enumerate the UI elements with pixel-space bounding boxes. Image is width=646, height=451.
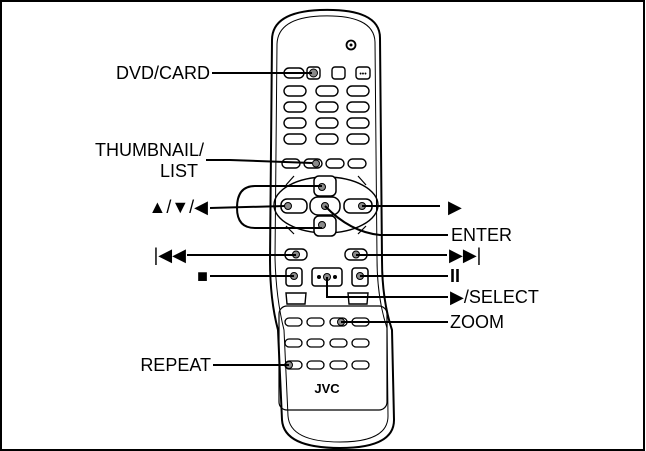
label-next: ▶▶| (449, 245, 482, 265)
callout-lines (187, 72, 448, 366)
number-pad (283, 85, 370, 145)
thumbnail-button-dot (312, 159, 320, 168)
brand-logo: JVC (314, 381, 340, 396)
lower-panel (278, 305, 388, 411)
label-cursor-buttons: ▲/▼/◀ (148, 197, 208, 217)
label-play-select: ▶/SELECT (450, 287, 539, 307)
label-pause: II (450, 266, 461, 286)
label-thumbnail-list-line2: LIST (160, 161, 199, 181)
label-play: ▶ (448, 197, 462, 217)
label-previous: |◀◀ (153, 245, 186, 265)
button-top-4 (355, 66, 371, 80)
label-dvd-card: DVD/CARD (115, 63, 210, 83)
label-stop: ■ (197, 266, 208, 286)
button-top-3 (331, 66, 346, 80)
label-thumbnail-list-line1: THUMBNAIL/ (94, 140, 204, 160)
lower-right-button (347, 292, 369, 305)
svg-text:•••: ••• (359, 71, 367, 78)
label-enter: ENTER (451, 225, 513, 245)
remote-outline-inner (274, 15, 389, 443)
label-repeat: REPEAT (140, 355, 211, 375)
power-icon (345, 39, 357, 51)
lower-left-button (285, 292, 307, 305)
label-zoom: ZOOM (450, 312, 504, 332)
